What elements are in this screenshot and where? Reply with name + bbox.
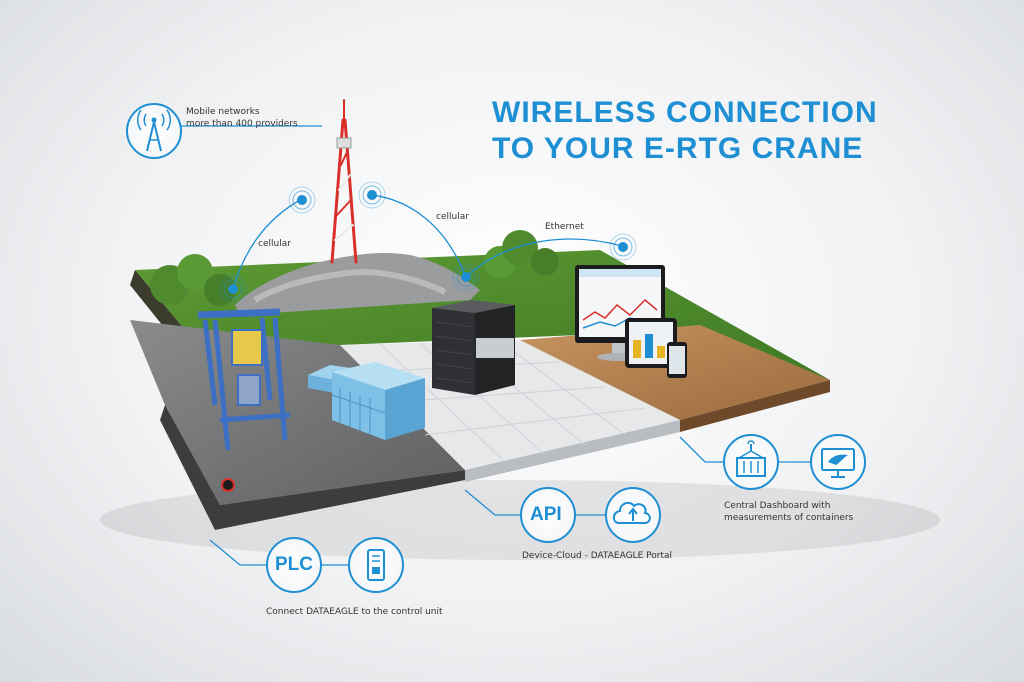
plc-module-icon — [348, 537, 404, 593]
connection-arcs — [232, 194, 623, 289]
diagram-title-line-2: TO YOUR E-RTG CRANE — [492, 132, 864, 165]
tile-edge — [465, 420, 680, 482]
dashboard-caption-2: measurements of containers — [724, 513, 854, 523]
containers — [308, 362, 425, 440]
api-badge-label: API — [530, 504, 562, 525]
api-caption: Device-Cloud - DATAEAGLE Portal — [522, 551, 672, 561]
diagram-title-line-1: WIRELESS CONNECTION — [492, 96, 878, 129]
tablet-device — [625, 318, 677, 368]
signal-nodes — [219, 181, 637, 303]
server-racks — [432, 300, 515, 395]
rtg-crane — [197, 308, 291, 451]
link-label-cellular-right: cellular — [436, 212, 469, 222]
signal-node-crane — [219, 275, 247, 303]
api-badge — [520, 487, 576, 543]
mobile-networks-caption-2: more than 400 providers — [186, 119, 298, 129]
plc-caption: Connect DATAEAGLE to the control unit — [266, 607, 443, 617]
crane-sensor — [221, 478, 235, 492]
signal-node-tower-left — [288, 186, 316, 214]
link-label-cellular-left: cellular — [258, 239, 291, 249]
link-label-ethernet: Ethernet — [545, 222, 584, 232]
asphalt-edge — [160, 405, 465, 530]
monitor-eagle-icon — [810, 434, 866, 490]
cloud-upload-icon — [605, 487, 661, 543]
cell-tower-icon — [126, 103, 182, 159]
tile-zone — [340, 340, 680, 470]
cell-tower — [330, 99, 358, 264]
wood-edge — [680, 380, 830, 432]
phone-device — [667, 342, 687, 378]
mobile-networks-caption-1: Mobile networks — [186, 107, 260, 117]
callout-connectors — [181, 125, 810, 566]
plc-badge — [266, 537, 322, 593]
signal-node-dashboard — [609, 233, 637, 261]
rack-display — [476, 338, 514, 358]
signal-node-tower-right — [358, 181, 386, 209]
container-crane-icon — [723, 434, 779, 490]
rock-hill — [235, 252, 480, 315]
signal-node-server — [452, 263, 480, 291]
asphalt-zone — [130, 320, 465, 505]
plc-badge-label: PLC — [275, 554, 313, 575]
dashboard-caption-1: Central Dashboard with — [724, 501, 831, 511]
